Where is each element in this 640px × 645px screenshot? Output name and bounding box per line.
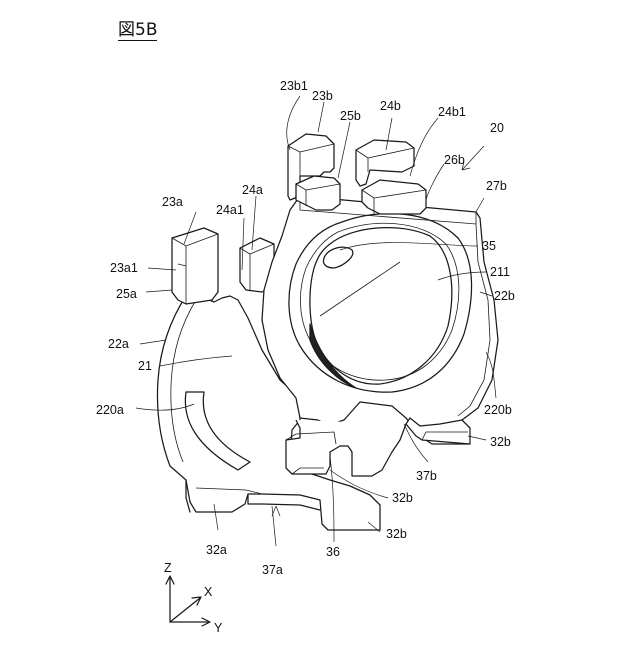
label-22b: 22b [494,289,515,303]
label-24b1: 24b1 [438,105,466,119]
label-20: 20 [490,121,504,135]
label-21: 21 [138,359,152,373]
label-25b: 25b [340,109,361,123]
label-23b1: 23b1 [280,79,308,93]
figure-title: 図5B [118,22,157,41]
axis-x-label: X [204,585,213,599]
label-32b-low: 32b [386,527,407,541]
label-26b: 26b [444,153,465,167]
label-23b: 23b [312,89,333,103]
label-211: 211 [490,265,510,279]
label-32a: 32a [206,543,227,557]
label-24a1: 24a1 [216,203,244,217]
label-24b: 24b [380,99,401,113]
label-220b: 220b [484,403,512,417]
axis-triad: Z X Y [164,561,223,635]
label-22a: 22a [108,337,129,351]
label-220a: 220a [96,403,124,417]
right-housing [262,196,498,476]
label-32b-mid: 32b [392,491,413,505]
label-24a: 24a [242,183,263,197]
label-35: 35 [482,239,496,253]
label-32b-right: 32b [490,435,511,449]
x-axis-arrow [170,598,200,622]
label-37a: 37a [262,563,283,577]
axis-z-label: Z [164,561,172,575]
label-37b: 37b [416,469,437,483]
label-36: 36 [326,545,340,559]
axis-y-label: Y [214,621,223,635]
label-23a: 23a [162,195,183,209]
label-27b: 27b [486,179,507,193]
label-23a1: 23a1 [110,261,138,275]
label-25a: 25a [116,287,137,301]
